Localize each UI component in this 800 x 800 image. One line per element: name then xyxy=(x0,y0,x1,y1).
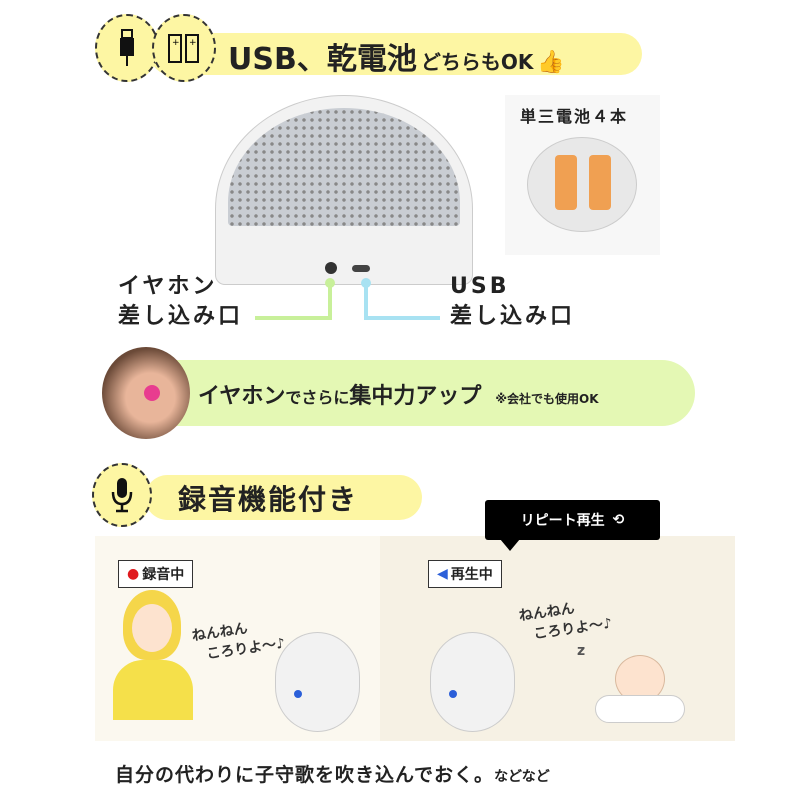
repeat-icon: ⟲ xyxy=(612,512,625,528)
recording-title: 録音機能付き xyxy=(178,483,359,516)
power-title: USB、乾電池 どちらもOK 👍 xyxy=(228,42,565,77)
power-banner xyxy=(150,33,642,75)
usb-circle xyxy=(95,14,159,82)
sleeping-baby-illustration: z xyxy=(577,643,685,725)
earphone-port-label: イヤホン差し込み口 xyxy=(118,274,244,329)
microphone-icon xyxy=(111,478,133,513)
mic-circle xyxy=(92,463,152,527)
playing-tag: ◀再生中 xyxy=(428,560,502,588)
thumbs-up-icon: 👍 xyxy=(537,50,565,75)
battery-circle: ++ xyxy=(152,14,216,82)
woman-illustration xyxy=(108,590,198,720)
device-recording xyxy=(275,632,360,732)
battery-icon: ++ xyxy=(168,34,199,63)
play-arrow-icon: ◀ xyxy=(437,566,448,582)
device-playing xyxy=(430,632,515,732)
svg-text:+: + xyxy=(189,38,197,48)
usb-plug-icon xyxy=(120,29,134,66)
earphone-jack xyxy=(325,262,337,274)
earphone-banner xyxy=(130,360,695,426)
recording-tag: ●録音中 xyxy=(118,560,194,588)
usb-port xyxy=(352,265,370,272)
recording-banner xyxy=(145,475,422,520)
repeat-callout: リピート再生⟲ xyxy=(485,500,660,540)
svg-text:+: + xyxy=(172,38,180,48)
earphone-text: イヤホン でさらに 集中力アップ ※会社でも使用OK xyxy=(198,384,599,409)
ear-photo xyxy=(102,347,190,439)
battery-photo: 単三電池４本 xyxy=(505,95,660,255)
footer-text: 自分の代わりに子守歌を吹き込んでおく。 などなど xyxy=(115,764,550,786)
record-dot-icon: ● xyxy=(127,566,140,582)
